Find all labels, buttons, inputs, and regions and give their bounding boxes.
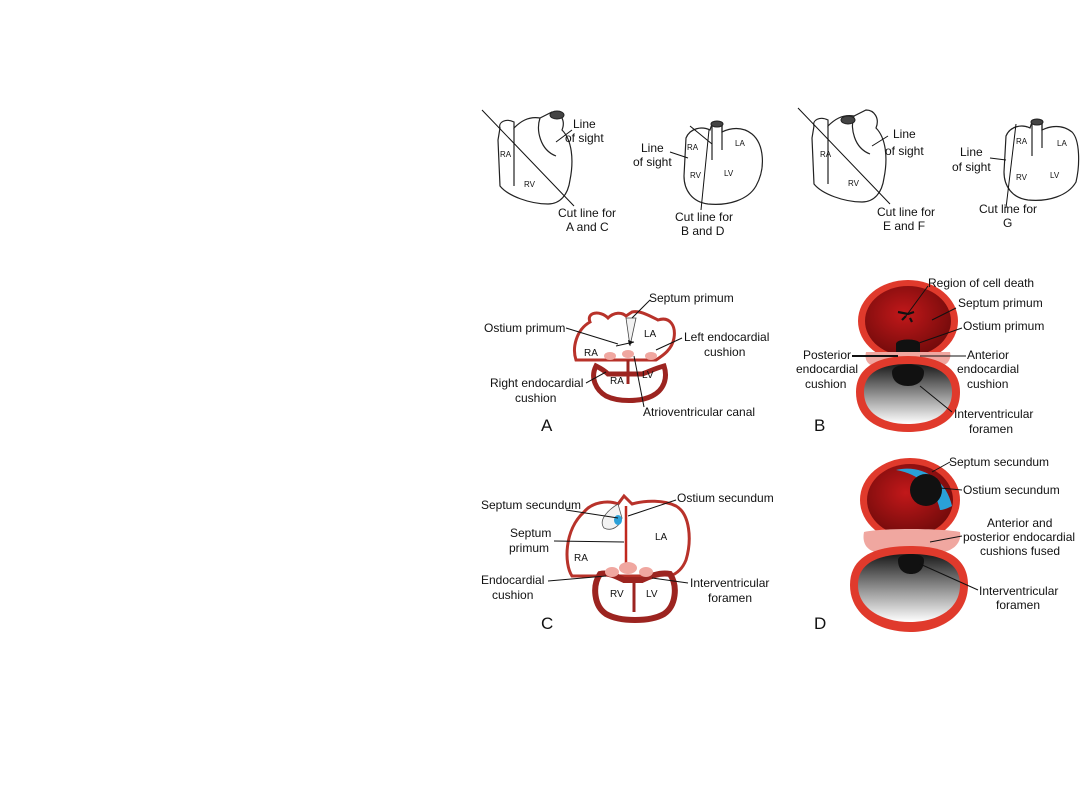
fig1-cut-2: A and C [566,220,609,234]
panel-d-fused-3: cushions fused [980,544,1060,558]
fig3-ra: RA [820,150,832,159]
fig1-line-of-sight-2: of sight [565,131,604,145]
fig1-cut-1: Cut line for [558,206,616,220]
fig4-line-of-sight-1: Line [960,145,983,159]
panel-c-septum-secundum: Septum secundum [481,498,581,512]
orientation-heart-4: RA LA RV LV Line of sight Cut line for G [952,118,1080,230]
orientation-heart-3: RA RV Line of sight Cut line for E and F [797,107,935,233]
panel-d-interventricular-2: foramen [996,598,1040,612]
panel-d-fused-2: posterior endocardial [963,530,1075,544]
panel-d-fused-1: Anterior and [987,516,1052,530]
panel-c-interventricular-2: foramen [708,591,752,605]
fig4-lv: LV [1050,171,1060,180]
fig4-la: LA [1057,139,1067,148]
panel-a-left-endocardial-2: cushion [704,345,745,359]
panel-d-interventricular-1: Interventricular [979,584,1058,598]
fig4-cut-1: Cut line for [979,202,1037,216]
panel-d-letter: D [814,614,826,633]
panel-a-left-endocardial-1: Left endocardial [684,330,769,344]
panel-a-right-endocardial-2: cushion [515,391,556,405]
fig2-line-of-sight-1: Line [641,141,664,155]
fig4-cut-2: G [1003,216,1012,230]
panel-c-la: LA [655,532,668,543]
panel-d-ostium-secundum: Ostium secundum [963,483,1060,497]
panel-b-anterior-3: cushion [967,377,1008,391]
panel-a-ra-upper: RA [584,348,598,359]
panel-a-ra-lower: RA [610,376,624,387]
panel-a-ostium-primum: Ostium primum [484,321,565,335]
panel-c-interventricular-1: Interventricular [690,576,769,590]
fig4-ra: RA [1016,137,1028,146]
panel-a: LA RA RA LV Septum primum Ostium primum … [484,291,769,435]
panel-c-endocardial-1: Endocardial [481,573,544,587]
fig1-ra: RA [500,150,512,159]
fig2-line-of-sight-2: of sight [633,155,672,169]
fig2-cut-2: B and D [681,224,725,238]
fig3-line-of-sight-2: of sight [885,144,924,158]
fig2-rv: RV [690,171,702,180]
panel-b-interventricular-1: Interventricular [954,407,1033,421]
fig4-rv: RV [1016,173,1028,182]
panel-b-posterior-3: cushion [805,377,846,391]
panel-b-septum-primum: Septum primum [958,296,1043,310]
panel-b-ostium-primum: Ostium primum [963,319,1044,333]
panel-b-letter: B [814,416,825,435]
panel-b-interventricular-2: foramen [969,422,1013,436]
panel-c-septum-primum-2: primum [509,541,549,555]
panel-c-endocardial-2: cushion [492,588,533,602]
panel-b-posterior-2: endocardial [796,362,858,376]
panel-a-septum-primum: Septum primum [649,291,734,305]
fig4-line-of-sight-2: of sight [952,160,991,174]
fig3-line-of-sight-1: Line [893,127,916,141]
panel-b-anterior-1: Anterior [967,348,1009,362]
orientation-heart-1: RA RV Line of sight Cut line for A and C [481,109,616,234]
panel-c-ra: RA [574,553,588,564]
fig1-rv: RV [524,180,536,189]
panel-d: Septum secundum Ostium secundum Anterior… [814,455,1075,633]
panel-a-atrioventricular-canal: Atrioventricular canal [643,405,755,419]
panel-c-ostium-secundum: Ostium secundum [677,491,774,505]
fig3-cut-2: E and F [883,219,925,233]
fig2-cut-1: Cut line for [675,210,733,224]
panel-a-letter: A [541,416,553,435]
panel-a-lv: LV [642,370,654,381]
fig1-line-of-sight-1: Line [573,117,596,131]
fig2-ra: RA [687,143,699,152]
panel-c: RA LA RV LV Septum secundum Ostium secun… [481,491,774,633]
panel-c-septum-primum-1: Septum [510,526,551,540]
panel-c-rv: RV [610,589,624,600]
fig3-rv: RV [848,179,860,188]
fig2-la: LA [735,139,745,148]
panel-a-la: LA [644,329,657,340]
fig2-lv: LV [724,169,734,178]
panel-c-lv: LV [646,589,658,600]
panel-c-letter: C [541,614,553,633]
fig3-cut-1: Cut line for [877,205,935,219]
panel-a-right-endocardial-1: Right endocardial [490,376,583,390]
panel-b-region-cell-death: Region of cell death [928,276,1034,290]
panel-b-anterior-2: endocardial [957,362,1019,376]
panel-d-septum-secundum: Septum secundum [949,455,1049,469]
orientation-heart-2: RA LA RV LV Line of sight Cut line for B… [633,120,763,238]
panel-b: Region of cell death Septum primum Ostiu… [796,276,1044,436]
panel-b-posterior-1: Posterior [803,348,851,362]
